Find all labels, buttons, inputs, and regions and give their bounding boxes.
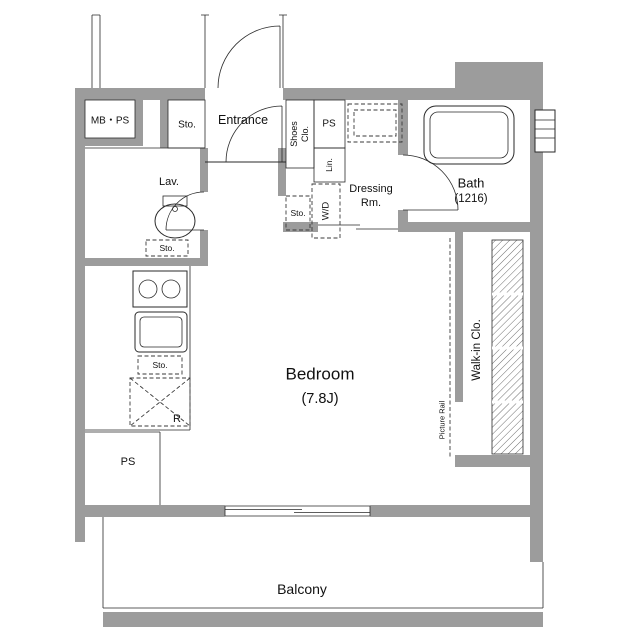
wall-top-right-block bbox=[455, 62, 543, 88]
wall-mbps-right bbox=[135, 100, 143, 146]
hall-door-arc bbox=[225, 105, 283, 163]
lav-door-arc bbox=[165, 191, 205, 231]
top-appliance-inner bbox=[353, 109, 397, 137]
wall-south-right bbox=[370, 505, 543, 517]
wall-lav-bottom bbox=[75, 258, 200, 266]
label-ps-top: PS bbox=[322, 119, 336, 130]
wall-hall-dressing bbox=[278, 148, 286, 196]
label-sto-lav: Sto. bbox=[159, 243, 174, 253]
wall-sto-left bbox=[160, 100, 168, 148]
stove bbox=[132, 270, 188, 308]
label-entrance: Entrance bbox=[218, 113, 268, 127]
label-picture-rail: Picture Rail bbox=[438, 401, 447, 440]
entrance-door-arc bbox=[217, 25, 281, 89]
top-appliance-box bbox=[347, 103, 403, 143]
wall-left-stub bbox=[75, 517, 85, 542]
label-washer-dryer: W/D bbox=[321, 202, 332, 221]
sto-lav-box bbox=[145, 239, 189, 257]
wall-wic-bottom bbox=[455, 455, 543, 467]
washbasin bbox=[154, 195, 196, 239]
refrigerator-box bbox=[129, 377, 191, 427]
bathtub bbox=[423, 105, 515, 165]
sto-dressing-box bbox=[285, 195, 311, 231]
walls bbox=[75, 62, 543, 562]
label-balcony: Balcony bbox=[277, 581, 327, 597]
label-bedroom-size: (7.8J) bbox=[301, 391, 338, 407]
label-shoes-1: Shoes bbox=[289, 121, 299, 147]
bathtub-inner bbox=[429, 111, 509, 159]
wic-shelves bbox=[491, 239, 524, 455]
structure-lines bbox=[84, 14, 451, 505]
label-linen: Lin. bbox=[324, 158, 334, 172]
ps-bottom-box bbox=[85, 431, 161, 505]
wall-south-left bbox=[75, 505, 225, 517]
wall-lav-right-upper bbox=[200, 148, 208, 192]
wall-dressing-bottom bbox=[283, 222, 318, 232]
label-dressing-2: Rm. bbox=[361, 197, 381, 209]
label-mb-ps: MB・PS bbox=[91, 116, 130, 127]
label-ps-bottom: PS bbox=[121, 456, 136, 468]
wall-wic-left bbox=[455, 232, 463, 402]
wall-top-left bbox=[75, 88, 205, 100]
label-shoes-2: Clo. bbox=[300, 126, 310, 142]
wall-lav-right-lower bbox=[200, 230, 208, 266]
balcony-window bbox=[224, 505, 371, 517]
sto-kitchen-box bbox=[137, 355, 183, 375]
wall-right-stub bbox=[530, 517, 543, 562]
balcony-parapet bbox=[103, 612, 543, 627]
wall-left-outer bbox=[75, 88, 85, 517]
wall-bath-bottom bbox=[398, 222, 543, 232]
wall-right-outer bbox=[530, 100, 543, 517]
label-refrigerator: R bbox=[173, 413, 181, 425]
label-walk-in-closet: Walk-in Clo. bbox=[471, 319, 483, 381]
label-sto-entrance: Sto. bbox=[178, 120, 196, 131]
label-sto-kitchen: Sto. bbox=[152, 360, 167, 370]
label-lav: Lav. bbox=[159, 176, 179, 188]
linen-box bbox=[313, 147, 346, 183]
fixtures bbox=[102, 103, 556, 627]
dressing-sliding-door bbox=[318, 224, 398, 230]
bath-door-arc bbox=[402, 154, 459, 211]
labels: MB・PS Sto. Entrance Shoes Clo. PS Lav. L… bbox=[91, 113, 488, 597]
kitchen-sink bbox=[134, 311, 188, 353]
label-dressing-1: Dressing bbox=[349, 183, 392, 195]
balcony-outline bbox=[102, 517, 544, 627]
outline-top-left bbox=[91, 14, 101, 88]
mbps-box bbox=[84, 99, 136, 139]
entrance-alcove bbox=[201, 14, 287, 88]
wall-bath-left-upper bbox=[398, 100, 408, 155]
wall-mbps-bottom bbox=[85, 138, 135, 146]
wall-top-right bbox=[283, 88, 543, 100]
label-bedroom: Bedroom bbox=[286, 365, 355, 384]
label-bath-size: (1216) bbox=[454, 193, 487, 205]
wall-bath-left-lower bbox=[398, 210, 408, 232]
label-sto-dressing: Sto. bbox=[290, 208, 305, 218]
doors bbox=[165, 25, 459, 231]
washer-dryer-box bbox=[311, 183, 341, 239]
bath-window bbox=[534, 109, 556, 153]
label-bath: Bath bbox=[458, 176, 485, 191]
